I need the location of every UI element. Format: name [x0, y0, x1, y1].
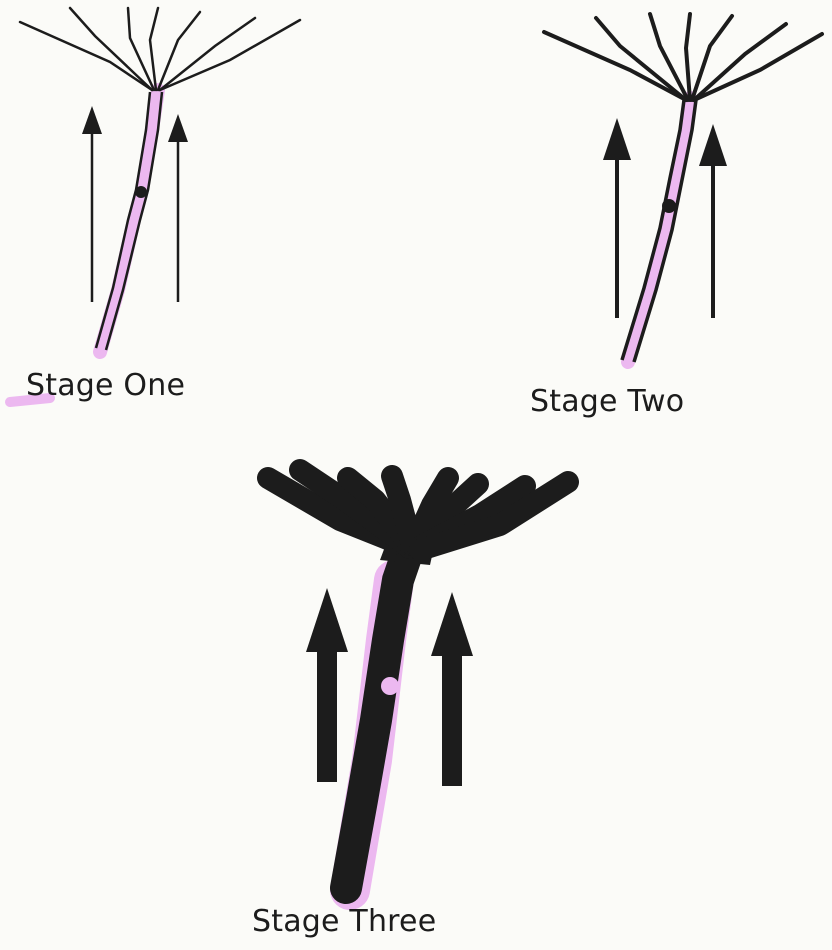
stage-one-arrow-right [168, 114, 188, 302]
stage-two-branches [544, 14, 822, 100]
stage-three-node [381, 677, 399, 695]
stage-one-figure [10, 8, 300, 402]
stage-two-figure [544, 14, 822, 362]
stage-three-label: Stage Three [252, 904, 436, 939]
stage-one-branches [20, 8, 300, 90]
stage-one-arrow-left [82, 106, 102, 302]
stage-two-label: Stage Two [530, 384, 684, 419]
stage-three-arrow-right [431, 592, 473, 786]
stage-two-arrow-left [603, 118, 631, 318]
stage-one-label: Stage One [26, 368, 185, 403]
stage-three-branches [268, 470, 568, 550]
stage-two-stalk-left [622, 100, 684, 360]
stage-three-figure [268, 470, 568, 890]
stage-two-node [662, 199, 676, 213]
stage-one-stalk-left [96, 92, 150, 348]
stage-two-arrow-right [699, 124, 727, 318]
stage-three-arrow-left [306, 588, 348, 782]
stage-one-node [135, 186, 147, 198]
